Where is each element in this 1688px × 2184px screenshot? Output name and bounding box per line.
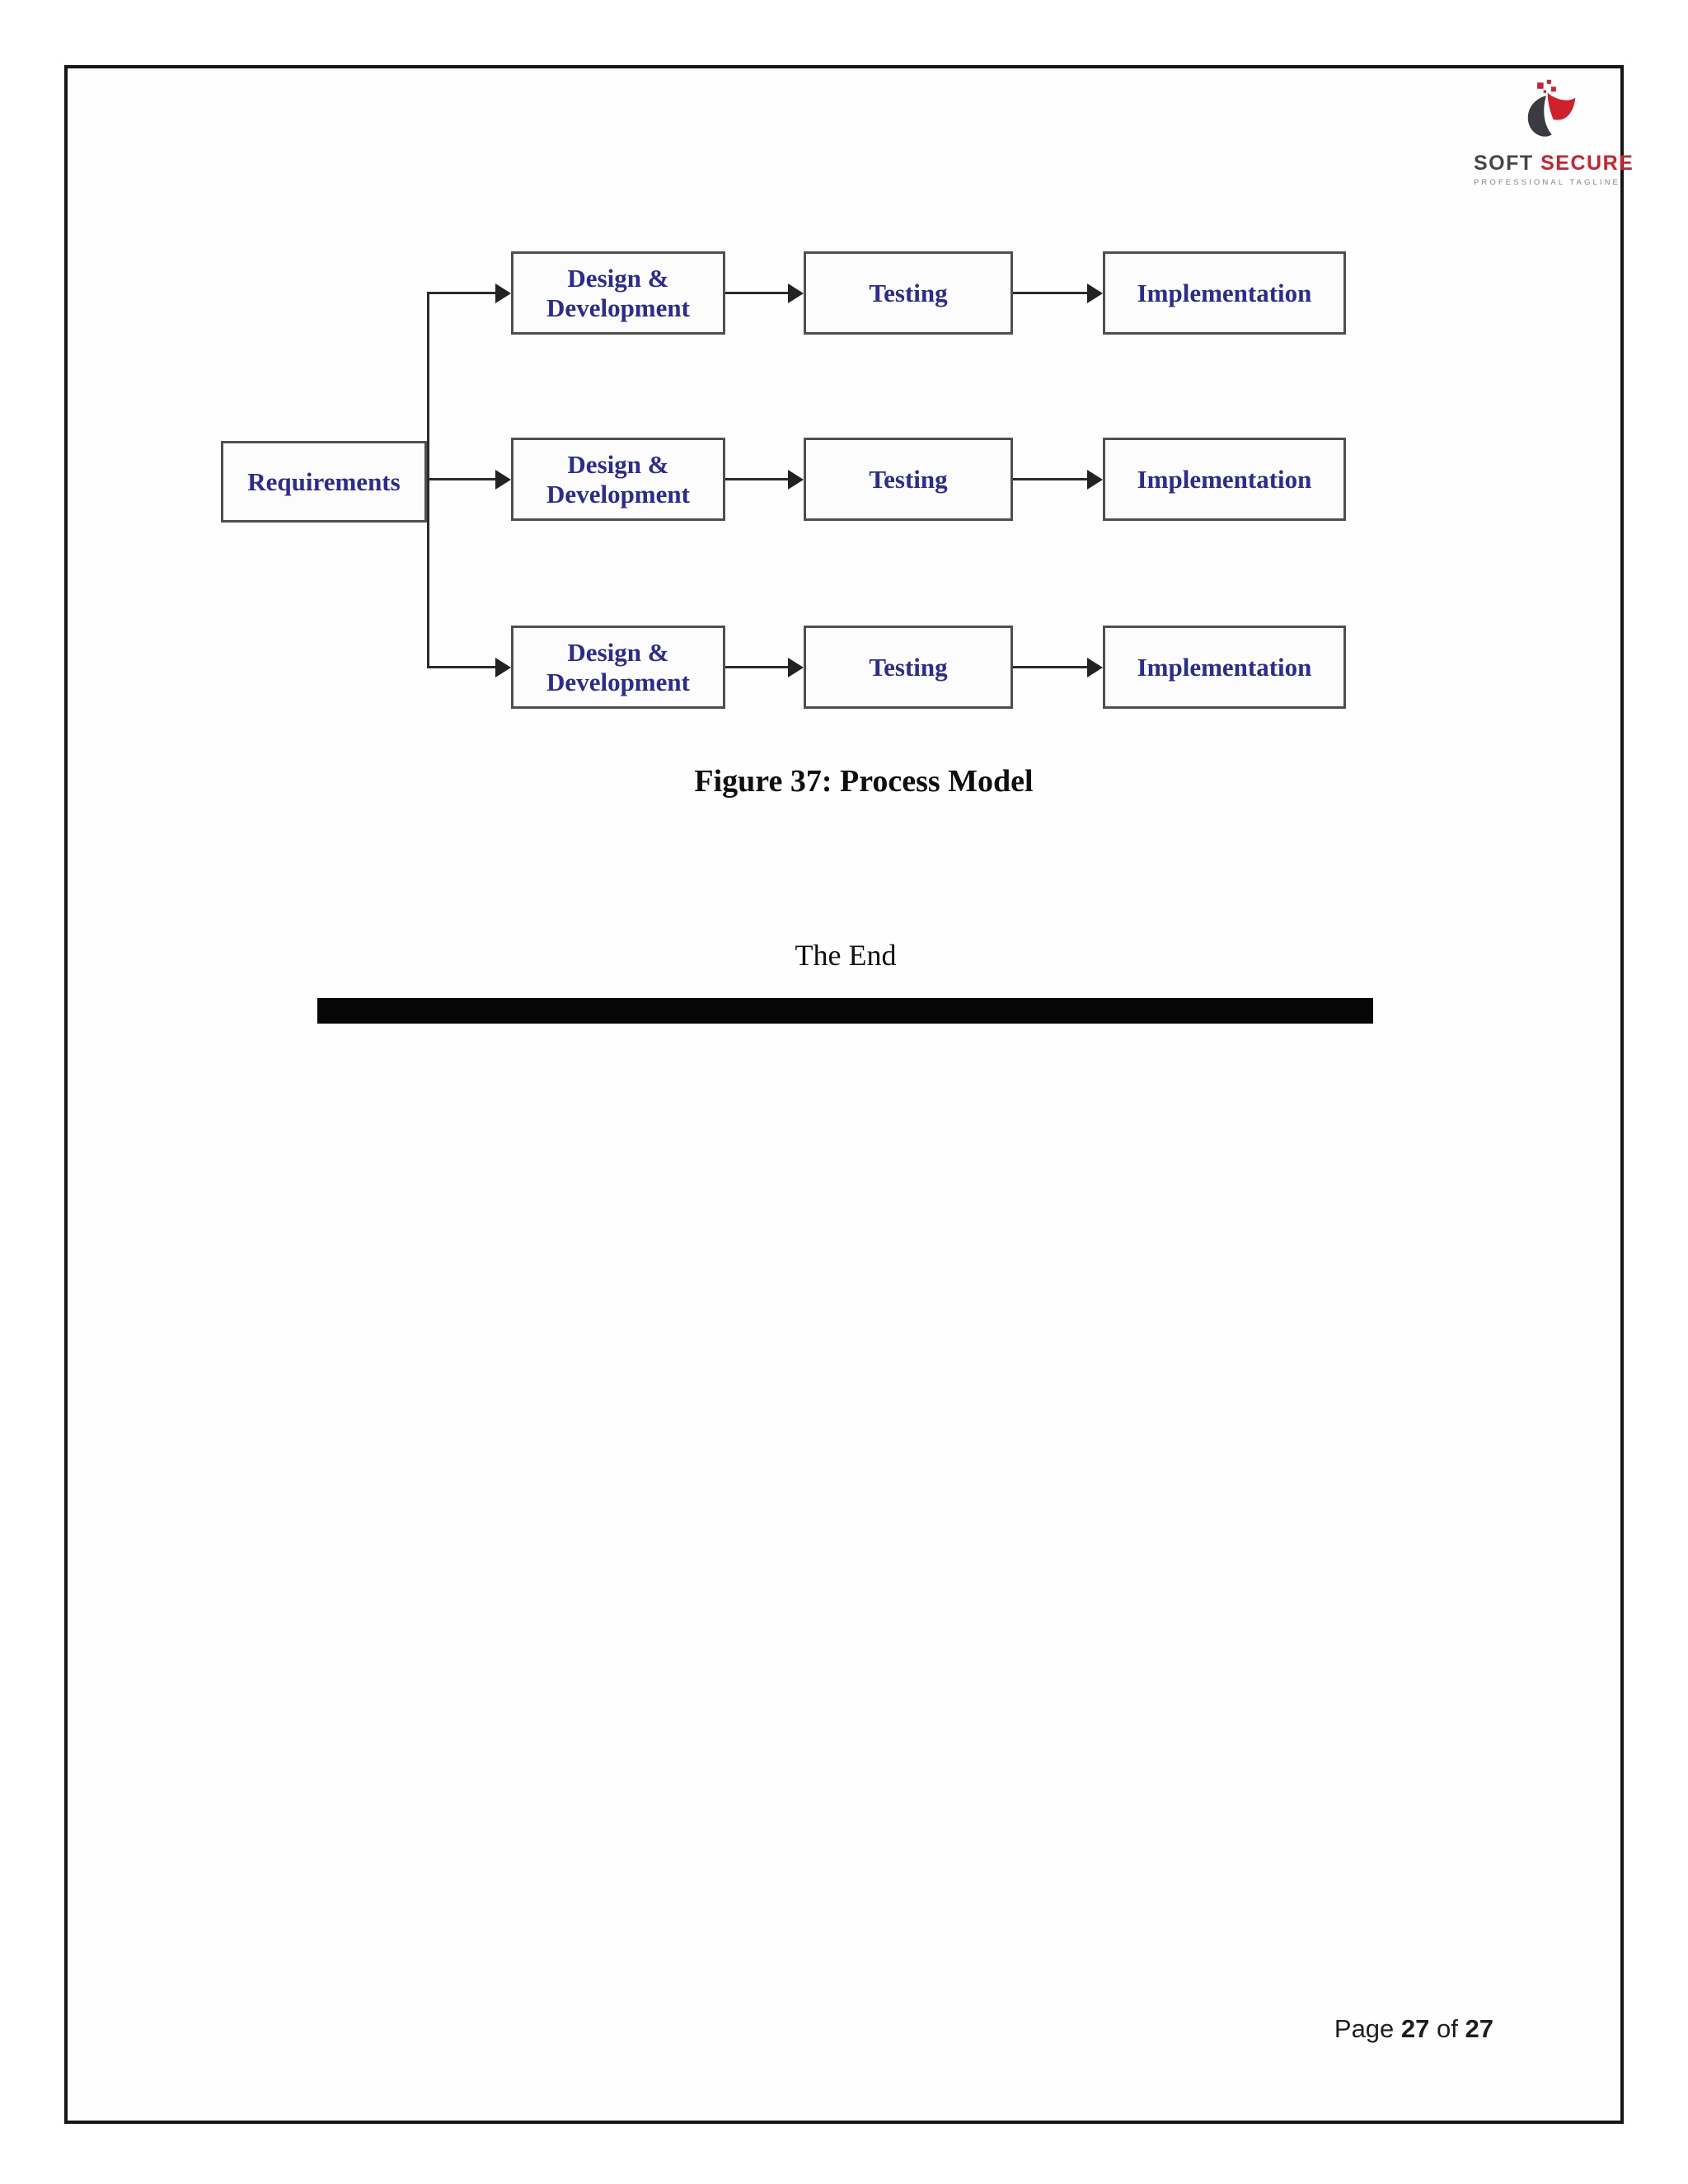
arrow-head bbox=[495, 470, 511, 490]
flow-box-design-development: Design & Development bbox=[511, 438, 725, 521]
arrow-head bbox=[1087, 284, 1103, 303]
logo-tagline: PROFESSIONAL TAGLINE bbox=[1474, 178, 1620, 187]
flow-box-testing: Testing bbox=[804, 438, 1013, 521]
connector-line bbox=[1013, 666, 1088, 668]
arrow-head bbox=[495, 658, 511, 677]
arrow-head bbox=[495, 284, 511, 303]
figure-caption: Figure 37: Process Model bbox=[694, 764, 1034, 799]
footer-page-label: Page bbox=[1334, 2014, 1395, 2043]
footer-total-pages: 27 bbox=[1465, 2014, 1493, 2043]
soft-secure-logo-icon bbox=[1527, 79, 1576, 137]
flow-box-implementation: Implementation bbox=[1103, 251, 1346, 335]
logo-wordmark: SOFT SECURE bbox=[1474, 152, 1633, 176]
logo-word-soft: SOFT bbox=[1474, 152, 1534, 175]
connector-line bbox=[725, 666, 789, 668]
soft-secure-logo: SOFT SECURE PROFESSIONAL TAGLINE bbox=[1474, 76, 1633, 187]
logo-word-secure: SECURE bbox=[1540, 152, 1634, 175]
connector-line bbox=[427, 292, 496, 294]
page-border bbox=[64, 65, 1624, 2124]
arrow-head bbox=[788, 658, 804, 677]
flow-box-implementation: Implementation bbox=[1103, 438, 1346, 521]
closing-text: The End bbox=[795, 939, 897, 972]
footer-of-label: of bbox=[1437, 2014, 1458, 2043]
arrow-head bbox=[788, 284, 804, 303]
arrow-head bbox=[1087, 470, 1103, 490]
flow-box-testing: Testing bbox=[804, 626, 1013, 709]
connector-line bbox=[427, 666, 496, 668]
flow-box-design-development: Design & Development bbox=[511, 251, 725, 335]
connector-line bbox=[427, 478, 496, 480]
flow-box-requirements: Requirements bbox=[221, 441, 427, 523]
connector-line bbox=[1013, 478, 1088, 480]
flow-box-testing: Testing bbox=[804, 251, 1013, 335]
flow-box-implementation: Implementation bbox=[1103, 626, 1346, 709]
arrow-head bbox=[1087, 658, 1103, 677]
arrow-head bbox=[788, 470, 804, 490]
divider-bar bbox=[317, 998, 1373, 1024]
footer-current-page: 27 bbox=[1400, 2014, 1430, 2043]
connector-line bbox=[1013, 292, 1088, 294]
flow-box-design-development: Design & Development bbox=[511, 626, 725, 709]
connector-line bbox=[725, 478, 789, 480]
connector-line bbox=[725, 292, 789, 294]
page-number-footer: Page 27 of 27 bbox=[1245, 2014, 1493, 2044]
